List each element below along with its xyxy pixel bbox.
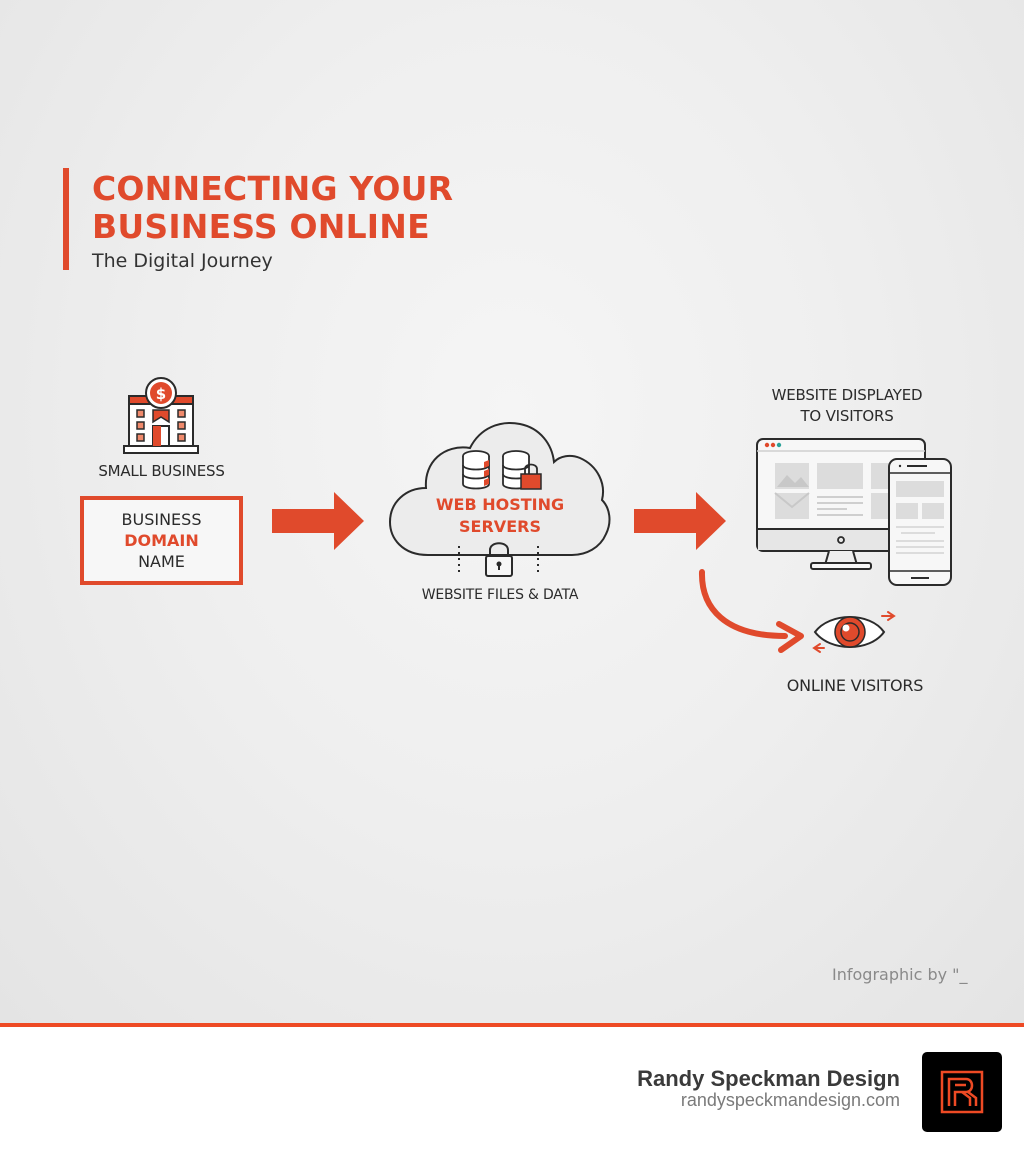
online-visitors-label: ONLINE VISITORS xyxy=(786,676,924,695)
arrow-right-icon xyxy=(634,492,726,550)
building-dollar-icon: $ xyxy=(123,377,199,454)
eye-icon xyxy=(812,611,896,653)
desktop-mobile-icon xyxy=(756,438,952,586)
web-hosting-title: WEB HOSTING SERVERS xyxy=(435,495,565,536)
footer-brand-name: Randy Speckman Design xyxy=(637,1066,900,1091)
arrow-right-icon xyxy=(272,492,364,550)
title-accent-bar xyxy=(63,168,69,270)
domain-name-box: BUSINESS DOMAIN NAME xyxy=(80,496,243,585)
website-displayed-label: WEBSITE DISPLAYED TO VISITORS xyxy=(747,385,947,427)
website-files-caption: WEBSITE FILES & DATA xyxy=(421,587,579,603)
website-displayed-line-1: WEBSITE DISPLAYED xyxy=(771,386,923,404)
footer-divider xyxy=(0,1023,1024,1027)
domain-line-3: NAME xyxy=(138,552,185,571)
domain-line-1: BUSINESS xyxy=(121,510,202,529)
footer-brand-url[interactable]: randyspeckmandesign.com xyxy=(680,1090,900,1110)
svg-text:$: $ xyxy=(156,385,166,403)
brand-logo xyxy=(922,1052,1002,1132)
small-business-label: SMALL BUSINESS xyxy=(98,462,225,480)
curved-arrow-icon xyxy=(698,569,804,653)
page-title: CONNECTING YOUR BUSINESS ONLINE xyxy=(92,169,454,246)
r-monogram-icon xyxy=(940,1070,984,1114)
domain-line-2: DOMAIN xyxy=(124,531,199,550)
infographic-canvas: CONNECTING YOUR BUSINESS ONLINE The Digi… xyxy=(0,0,1024,1024)
website-displayed-line-2: TO VISITORS xyxy=(800,407,894,425)
infographic-credit: Infographic by "_ xyxy=(832,965,968,984)
cloud-servers-icon xyxy=(388,422,611,577)
page-subtitle: The Digital Journey xyxy=(92,250,273,272)
